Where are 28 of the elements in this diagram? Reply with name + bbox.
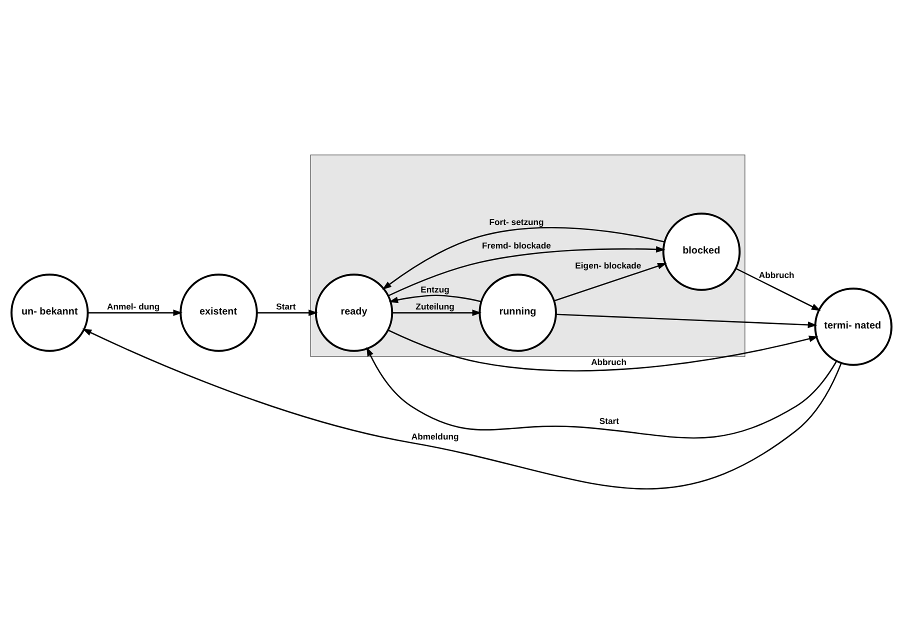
arrow	[366, 346, 838, 439]
arrow	[388, 330, 818, 372]
edge-label: Abmeldung	[411, 432, 459, 442]
node-circle: blocked	[662, 212, 741, 291]
arrow	[82, 328, 842, 490]
edge-label: Fremd- blockade	[482, 240, 551, 251]
node-circle: existent	[180, 274, 258, 352]
arrow	[256, 310, 318, 316]
arrow	[736, 268, 821, 311]
arrow	[88, 310, 183, 316]
edge-label: Anmel- dung	[107, 302, 160, 312]
edge-label: Start	[599, 416, 620, 426]
node-circle: running	[478, 274, 557, 352]
edge-label: Abbruch	[758, 270, 794, 280]
arrow	[554, 263, 667, 302]
edge-label: Entzug	[420, 284, 450, 294]
edge-label: Start	[276, 302, 296, 312]
arrow	[388, 294, 482, 304]
arrow	[382, 227, 665, 290]
arrow	[388, 246, 666, 296]
edge-label: Zuteilung	[416, 302, 454, 312]
node-circle: termi- nated	[814, 288, 892, 366]
arrow	[556, 314, 818, 328]
edge-label: Fort- setzung	[489, 216, 544, 227]
edge-label: Eigen- blockade	[575, 260, 642, 271]
arrow	[392, 310, 482, 316]
edge-label: Abbruch	[591, 356, 626, 367]
node-circle: un- bekannt	[10, 274, 89, 352]
